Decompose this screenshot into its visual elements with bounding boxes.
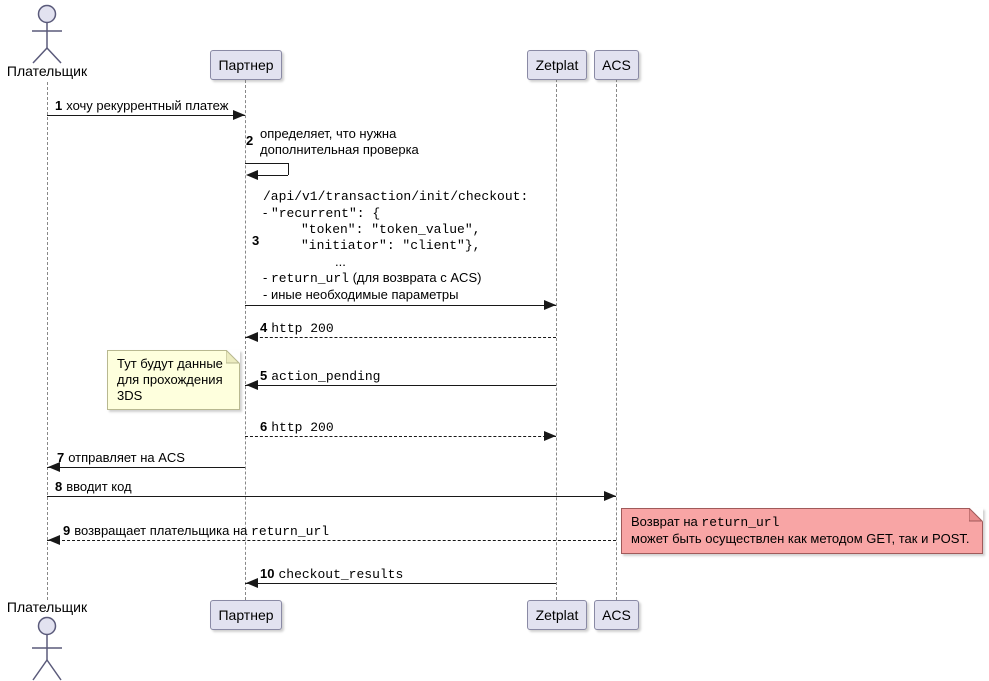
- message-2-label: определяет, что нужна дополнительная про…: [260, 126, 419, 157]
- message-5-line: [245, 385, 556, 386]
- message-2-number: 2: [246, 133, 254, 148]
- message-4-arrowhead: [246, 332, 258, 342]
- participant-zetplat-bottom: Zetplat: [527, 600, 587, 630]
- message-10-arrowhead: [246, 578, 258, 588]
- message-3-number: 3: [252, 233, 260, 248]
- participant-partner-top: Партнер: [210, 50, 282, 80]
- participant-zetplat-top: Zetplat: [527, 50, 587, 80]
- lifeline-payer: [47, 82, 48, 600]
- message-7-arrowhead: [48, 462, 60, 472]
- message-5-arrowhead: [246, 380, 258, 390]
- note-fold-icon: [226, 350, 240, 364]
- lifeline-zetplat: [556, 79, 557, 600]
- message-3-line: [245, 305, 556, 306]
- message-1-arrowhead: [233, 110, 245, 120]
- message-4-line: [245, 337, 556, 338]
- actor-label-top: Плательщик: [6, 63, 88, 79]
- note-return-url: Возврат на return_url может быть осущест…: [621, 508, 983, 554]
- message-6-arrowhead: [544, 431, 556, 441]
- lifeline-partner: [245, 80, 246, 600]
- message-10-line: [245, 583, 556, 584]
- message-9-arrowhead: [48, 535, 60, 545]
- message-1-line: [47, 115, 245, 116]
- note-3ds: Тут будут данные для прохождения 3DS: [107, 350, 240, 410]
- message-2-arrowhead: [246, 170, 258, 180]
- actor-figure-bottom: [32, 616, 62, 681]
- message-2-loop-bottom: [251, 175, 288, 176]
- message-2-loop-side: [288, 163, 289, 175]
- actor-label-bottom: Плательщик: [6, 599, 88, 615]
- message-8-arrowhead: [604, 491, 616, 501]
- message-2-loop-top: [245, 163, 288, 164]
- actor-figure-top: [32, 4, 62, 64]
- note-fold-icon: [969, 508, 983, 522]
- participant-acs-bottom: ACS: [594, 600, 639, 630]
- lifeline-acs: [616, 79, 617, 600]
- message-6-line: [245, 436, 556, 437]
- message-8-line: [47, 496, 616, 497]
- message-3-label: /api/v1/transaction/init/checkout: - "re…: [263, 189, 529, 302]
- participant-partner-bottom: Партнер: [210, 600, 282, 630]
- message-3-arrowhead: [544, 300, 556, 310]
- message-7-line: [47, 467, 245, 468]
- message-9-line: [47, 540, 616, 541]
- participant-acs-top: ACS: [594, 50, 639, 80]
